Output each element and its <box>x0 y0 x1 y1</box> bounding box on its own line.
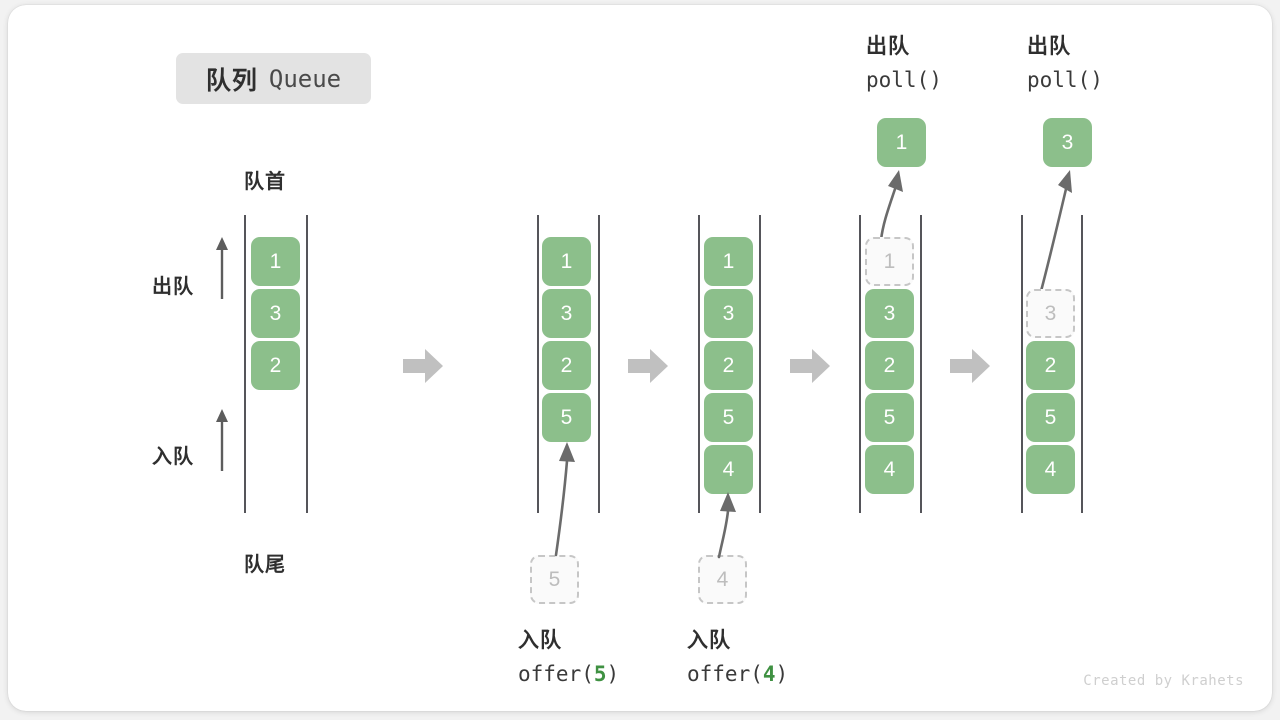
queue-ghost-item: 3 <box>1026 289 1075 338</box>
enqueue-direction-arrow-icon <box>216 409 228 471</box>
queue-rail-left-4 <box>859 215 861 513</box>
credit-text: Created by Krahets <box>1083 673 1244 689</box>
queue-item: 2 <box>251 341 300 390</box>
queue-rail-right-2 <box>598 215 600 513</box>
queue-item: 3 <box>704 289 753 338</box>
queue-tail-label: 队尾 <box>244 554 286 576</box>
operation-label-offer-4: 入队 offer(4) <box>687 625 788 690</box>
queue-item: 1 <box>704 237 753 286</box>
queue-rail-right-1 <box>306 215 308 513</box>
queue-rail-left-1 <box>244 215 246 513</box>
queue-item-new: 4 <box>704 445 753 494</box>
queue-ghost-item: 1 <box>865 237 914 286</box>
queue-item: 3 <box>542 289 591 338</box>
queue-item: 3 <box>251 289 300 338</box>
title-cn: 队列 <box>205 66 258 95</box>
title-en: Queue <box>268 64 342 93</box>
queue-rail-right-4 <box>920 215 922 513</box>
operation-label-poll-3: 出队 poll() <box>1027 31 1103 96</box>
queue-rail-left-3 <box>698 215 700 513</box>
queue-item: 2 <box>704 341 753 390</box>
enqueue-motion-arrow-icon <box>717 492 736 559</box>
queue-item: 1 <box>251 237 300 286</box>
step-arrow-icon <box>950 349 990 383</box>
operation-cn: 出队 <box>1027 35 1071 58</box>
operation-code: offer(5) <box>518 661 620 686</box>
queue-ghost-item: 5 <box>530 555 579 604</box>
queue-rail-right-5 <box>1081 215 1083 513</box>
queue-head-label: 队首 <box>244 171 286 193</box>
diagram-card: 队列 Queue 队首 队尾 出队 入队 1 3 2 1 <box>8 5 1272 711</box>
queue-item: 4 <box>1026 445 1075 494</box>
operation-cn: 入队 <box>687 629 731 652</box>
queue-item: 2 <box>542 341 591 390</box>
queue-item: 2 <box>865 341 914 390</box>
queue-ghost-item: 4 <box>698 555 747 604</box>
queue-rail-right-3 <box>759 215 761 513</box>
queue-item-new: 5 <box>542 393 591 442</box>
operation-cn: 入队 <box>518 629 562 652</box>
queue-rail-left-2 <box>537 215 539 513</box>
queue-item: 5 <box>865 393 914 442</box>
enqueue-direction-label: 入队 <box>152 446 194 468</box>
queue-item: 1 <box>542 237 591 286</box>
step-arrow-icon <box>628 349 668 383</box>
popped-item: 1 <box>877 118 926 167</box>
operation-code: offer(4) <box>687 661 789 686</box>
popped-item: 3 <box>1043 118 1092 167</box>
operation-label-offer-5: 入队 offer(5) <box>518 625 619 690</box>
queue-item: 4 <box>865 445 914 494</box>
dequeue-direction-arrow-icon <box>216 237 228 299</box>
dequeue-motion-arrow-icon <box>1038 170 1072 297</box>
operation-label-poll-1: 出队 poll() <box>866 31 942 96</box>
dequeue-direction-label: 出队 <box>152 276 194 298</box>
queue-item: 3 <box>865 289 914 338</box>
queue-item: 2 <box>1026 341 1075 390</box>
operation-code: poll() <box>866 67 942 92</box>
queue-item: 5 <box>704 393 753 442</box>
step-arrow-icon <box>790 349 830 383</box>
dequeue-motion-arrow-icon <box>879 170 903 242</box>
operation-code: poll() <box>1027 67 1103 92</box>
queue-rail-left-5 <box>1021 215 1023 513</box>
queue-item: 5 <box>1026 393 1075 442</box>
step-arrow-icon <box>403 349 443 383</box>
operation-cn: 出队 <box>866 35 910 58</box>
title-badge: 队列 Queue <box>176 53 371 104</box>
